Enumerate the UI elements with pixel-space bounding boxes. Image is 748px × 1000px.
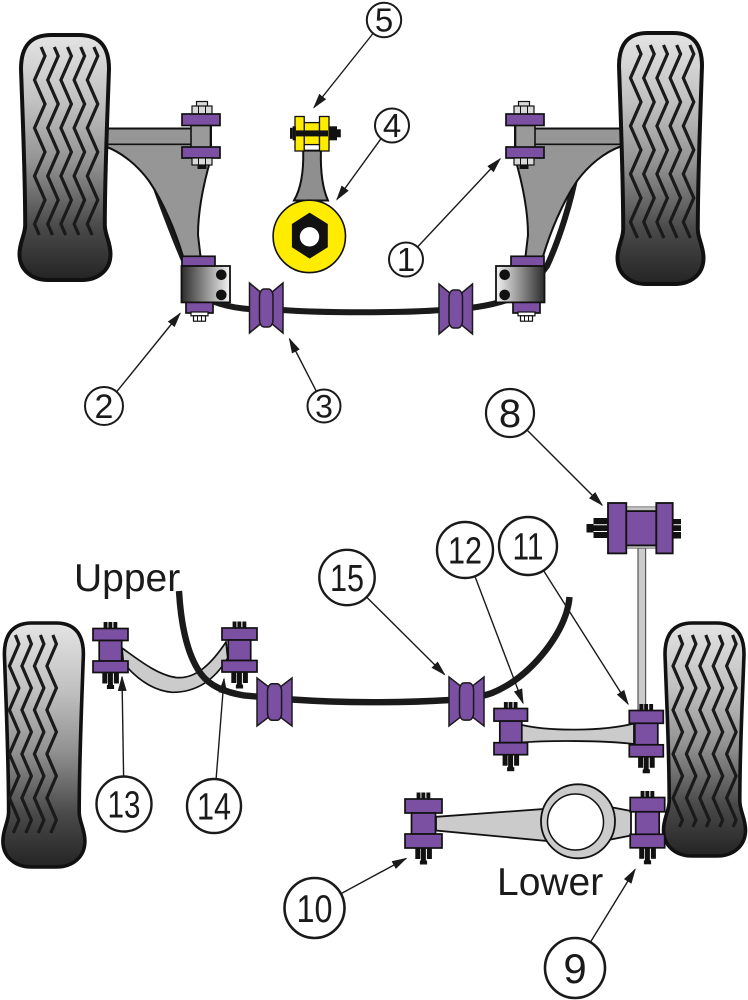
svg-text:1: 1 — [397, 241, 415, 278]
svg-text:4: 4 — [383, 107, 401, 144]
svg-text:5: 5 — [375, 2, 393, 39]
svg-text:9: 9 — [563, 945, 586, 992]
svg-text:3: 3 — [315, 388, 333, 424]
svg-text:11: 11 — [513, 527, 544, 569]
svg-text:12: 12 — [448, 531, 482, 573]
svg-text:2: 2 — [95, 388, 114, 426]
svg-text:Upper: Upper — [74, 557, 180, 600]
svg-text:10: 10 — [297, 888, 333, 931]
svg-text:14: 14 — [197, 787, 231, 829]
svg-text:13: 13 — [108, 785, 141, 827]
svg-text:Lower: Lower — [497, 861, 603, 904]
svg-text:8: 8 — [499, 392, 521, 436]
svg-text:15: 15 — [330, 558, 364, 600]
